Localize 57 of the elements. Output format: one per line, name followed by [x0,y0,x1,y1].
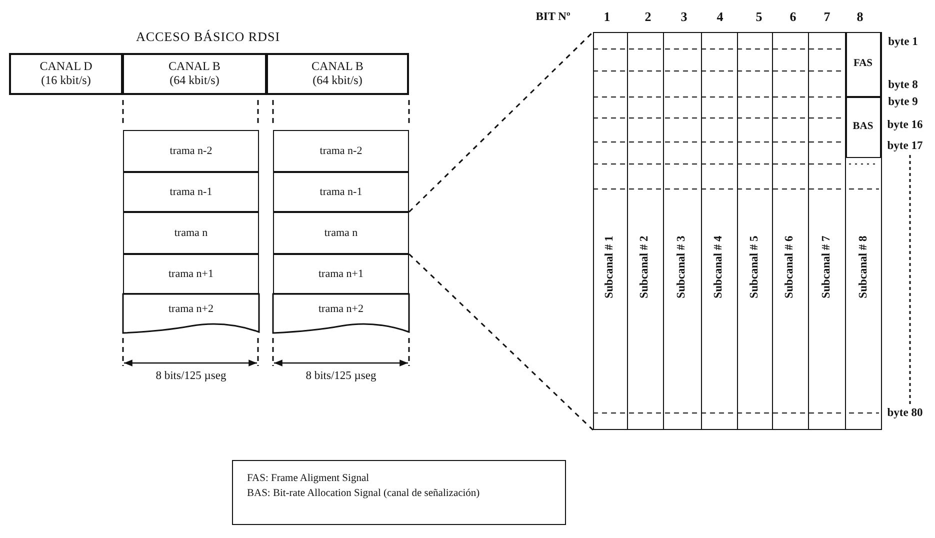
signal-label: BAS [852,120,874,134]
frame-label: trama n [174,226,208,240]
subchannel-label: Subcanal # 4 [712,235,726,298]
frame-label: trama n-1 [320,186,362,198]
channel-label: CANAL B (64 kbit/s) [168,60,222,88]
frame-box [123,294,259,334]
definition-text: BAS: Bit-rate Allocation Signal (canal de señalización) [247,487,481,501]
frame-box [123,130,259,172]
frame-grid [593,32,882,430]
frame-box [123,254,259,294]
dimension-label: 8 bits/125 µseg [156,370,226,382]
byte-label: byte 16 [887,119,923,131]
subchannel-label: Subcanal # 1 [602,235,616,298]
frame-label: trama n-2 [320,144,362,158]
bit-number: 6 [790,9,796,25]
bit-number: 7 [824,9,830,25]
column-heading: BIT Nº [536,11,570,23]
frame-label: trama n-2 [170,144,212,158]
bit-number: 2 [644,9,652,25]
zoom-connector [408,253,594,431]
abbreviation-box [232,460,566,525]
frame-box [123,172,259,212]
signal-label: FAS [853,58,873,70]
definition-text: FAS: Frame Aligment Signal [247,472,370,486]
subchannel-label: Subcanal # 2 [638,235,652,298]
subchannel-label: Subcanal # 5 [748,235,761,298]
frame-box [273,172,409,212]
frame-label: trama n [324,226,358,240]
subchannel-label: Subcanal # 6 [783,235,796,298]
byte-label: byte 80 [887,407,923,419]
frame-box [123,212,259,254]
subchannel-label: Subcanal # 7 [820,235,833,298]
frame-label: trama n+1 [318,268,364,280]
frame-label: trama n+2 [168,303,214,316]
bit-number: 8 [856,9,864,25]
frame-box [273,254,409,294]
channel-label: CANAL B (64 kbit/s) [310,60,364,88]
byte-label: byte 9 [888,96,918,108]
frame-label: trama n+2 [318,303,364,316]
bit-number: 4 [716,9,724,25]
bit-number: 3 [680,9,688,25]
frame-label: trama n-1 [170,186,212,198]
diagram-title: ACCESO BÁSICO RDSI [136,29,280,45]
subchannel-label: Subcanal # 3 [675,235,688,298]
zoom-connector [408,31,594,213]
frame-box [273,212,409,254]
frame-box [273,294,409,334]
bit-number: 5 [756,9,762,25]
bit-number: 1 [604,9,610,25]
subchannel-label: Subcanal # 8 [856,235,870,298]
signal-cell [846,96,880,158]
dimension-label: 8 bits/125 µseg [306,370,376,382]
frame-box [273,130,409,172]
signal-cell [846,32,880,96]
channel-label: CANAL D (16 kbit/s) [38,60,94,88]
frame-label: trama n+1 [168,268,214,280]
byte-label: byte 8 [888,79,918,91]
